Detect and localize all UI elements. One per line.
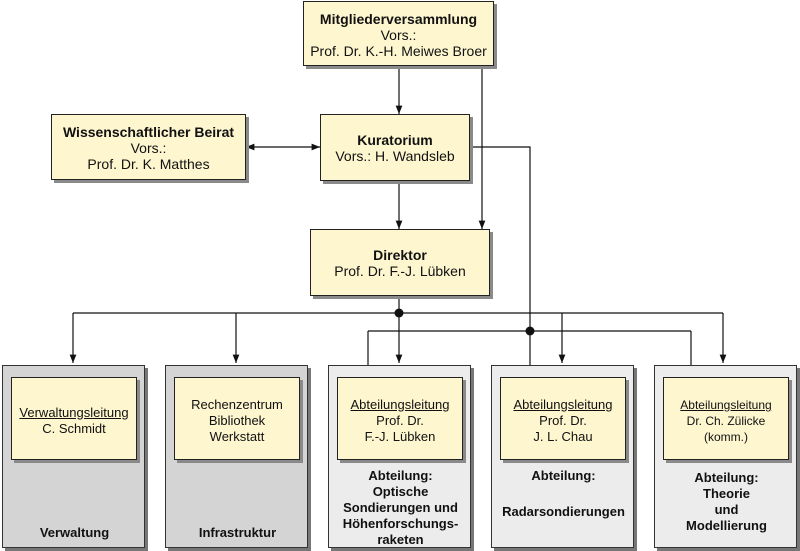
mitgliederversammlung-vors: Vors.: bbox=[380, 27, 417, 43]
dept-radar-panel: Abteilungsleitung Prof. Dr. J. L. Chau A… bbox=[491, 365, 634, 548]
dept-optische-label: Abteilung: Optische Sondierungen und Höh… bbox=[329, 468, 472, 548]
beirat-vors: Vors.: bbox=[130, 140, 167, 156]
direktor-name: Prof. Dr. F.-J. Lübken bbox=[334, 263, 466, 279]
junction-dot-main bbox=[394, 308, 404, 318]
beirat-title: Wissenschaftlicher Beirat bbox=[62, 124, 235, 140]
optische-leitung-box: Abteilungsleitung Prof. Dr. F.-J. Lübken bbox=[337, 377, 463, 460]
mitgliederversammlung-chair: Prof. Dr. K.-H. Meiwes Broer bbox=[310, 43, 487, 59]
radar-leitung-box: Abteilungsleitung Prof. Dr. J. L. Chau bbox=[500, 377, 626, 460]
dept-optische-label-line4: Höhenforschungs- bbox=[342, 516, 459, 531]
infrastruktur-line-bibliothek: Bibliothek bbox=[208, 413, 266, 428]
dept-optische-label-line5: raketen bbox=[377, 532, 424, 547]
dept-optische-label-line2: Optische bbox=[372, 484, 429, 499]
optische-leitung-name: F.-J. Lübken bbox=[364, 429, 436, 444]
dept-theorie-label-line1: Abteilung: bbox=[694, 470, 759, 485]
verwaltungsleitung-name: C. Schmidt bbox=[42, 421, 106, 436]
kuratorium-box: Kuratorium Vors.: H. Wandsleb bbox=[320, 114, 470, 181]
theorie-leitung-heading: Abteilungsleitung bbox=[680, 398, 772, 412]
dept-theorie-label-line4: Modellierung bbox=[686, 518, 767, 533]
dept-infrastruktur-label-line: Infrastruktur bbox=[198, 525, 277, 540]
dept-infrastruktur-label: Infrastruktur bbox=[166, 525, 309, 541]
optische-leitung-title: Prof. Dr. bbox=[376, 413, 424, 428]
dept-radar-label: Abteilung: Radarsondierungen bbox=[492, 468, 635, 520]
direktor-box: Direktor Prof. Dr. F.-J. Lübken bbox=[310, 229, 490, 296]
junction-dot-secondary bbox=[525, 326, 535, 336]
mitgliederversammlung-title: Mitgliederversammlung bbox=[319, 11, 478, 27]
dept-theorie-label-line2: Theorie bbox=[703, 486, 750, 501]
direktor-title: Direktor bbox=[373, 247, 427, 263]
dept-verwaltung-panel: Verwaltungsleitung C. Schmidt Verwaltung bbox=[2, 365, 145, 548]
dept-radar-label-line2: Radarsondierungen bbox=[502, 504, 625, 519]
dept-verwaltung-label-line: Verwaltung bbox=[39, 525, 110, 540]
theorie-leitung-note: (komm.) bbox=[704, 430, 748, 444]
radar-leitung-heading: Abteilungsleitung bbox=[513, 397, 613, 412]
verwaltungsleitung-box: Verwaltungsleitung C. Schmidt bbox=[11, 377, 137, 460]
kuratorium-chair: Vors.: H. Wandsleb bbox=[335, 148, 455, 164]
dept-radar-label-spacer bbox=[492, 484, 635, 504]
theorie-leitung-box: Abteilungsleitung Dr. Ch. Zülicke (komm.… bbox=[663, 377, 789, 460]
infrastruktur-line-rechenzentrum: Rechenzentrum bbox=[191, 397, 283, 412]
beirat-chair: Prof. Dr. K. Matthes bbox=[87, 156, 210, 172]
dept-verwaltung-label: Verwaltung bbox=[3, 525, 146, 541]
dept-optische-panel: Abteilungsleitung Prof. Dr. F.-J. Lübken… bbox=[328, 365, 471, 548]
optische-leitung-heading: Abteilungsleitung bbox=[350, 397, 450, 412]
radar-leitung-name: J. L. Chau bbox=[533, 429, 593, 444]
dept-infrastruktur-panel: Rechenzentrum Bibliothek Werkstatt Infra… bbox=[165, 365, 308, 548]
dept-optische-label-line1: Abteilung: bbox=[368, 468, 433, 483]
dept-radar-label-line1: Abteilung: bbox=[531, 468, 596, 483]
dept-optische-label-line3: Sondierungen und bbox=[343, 500, 458, 515]
infrastruktur-line-werkstatt: Werkstatt bbox=[209, 429, 265, 444]
dept-theorie-label: Abteilung: Theorie und Modellierung bbox=[655, 470, 798, 534]
theorie-leitung-name: Dr. Ch. Zülicke bbox=[686, 414, 766, 428]
dept-theorie-panel: Abteilungsleitung Dr. Ch. Zülicke (komm.… bbox=[654, 365, 797, 548]
infrastruktur-box: Rechenzentrum Bibliothek Werkstatt bbox=[174, 377, 300, 460]
radar-leitung-title: Prof. Dr. bbox=[539, 413, 587, 428]
dept-theorie-label-line3: und bbox=[714, 502, 739, 517]
verwaltungsleitung-heading: Verwaltungsleitung bbox=[19, 405, 129, 420]
mitgliederversammlung-box: Mitgliederversammlung Vors.: Prof. Dr. K… bbox=[303, 1, 494, 66]
wissenschaftlicher-beirat-box: Wissenschaftlicher Beirat Vors.: Prof. D… bbox=[51, 114, 246, 180]
kuratorium-title: Kuratorium bbox=[357, 132, 433, 148]
